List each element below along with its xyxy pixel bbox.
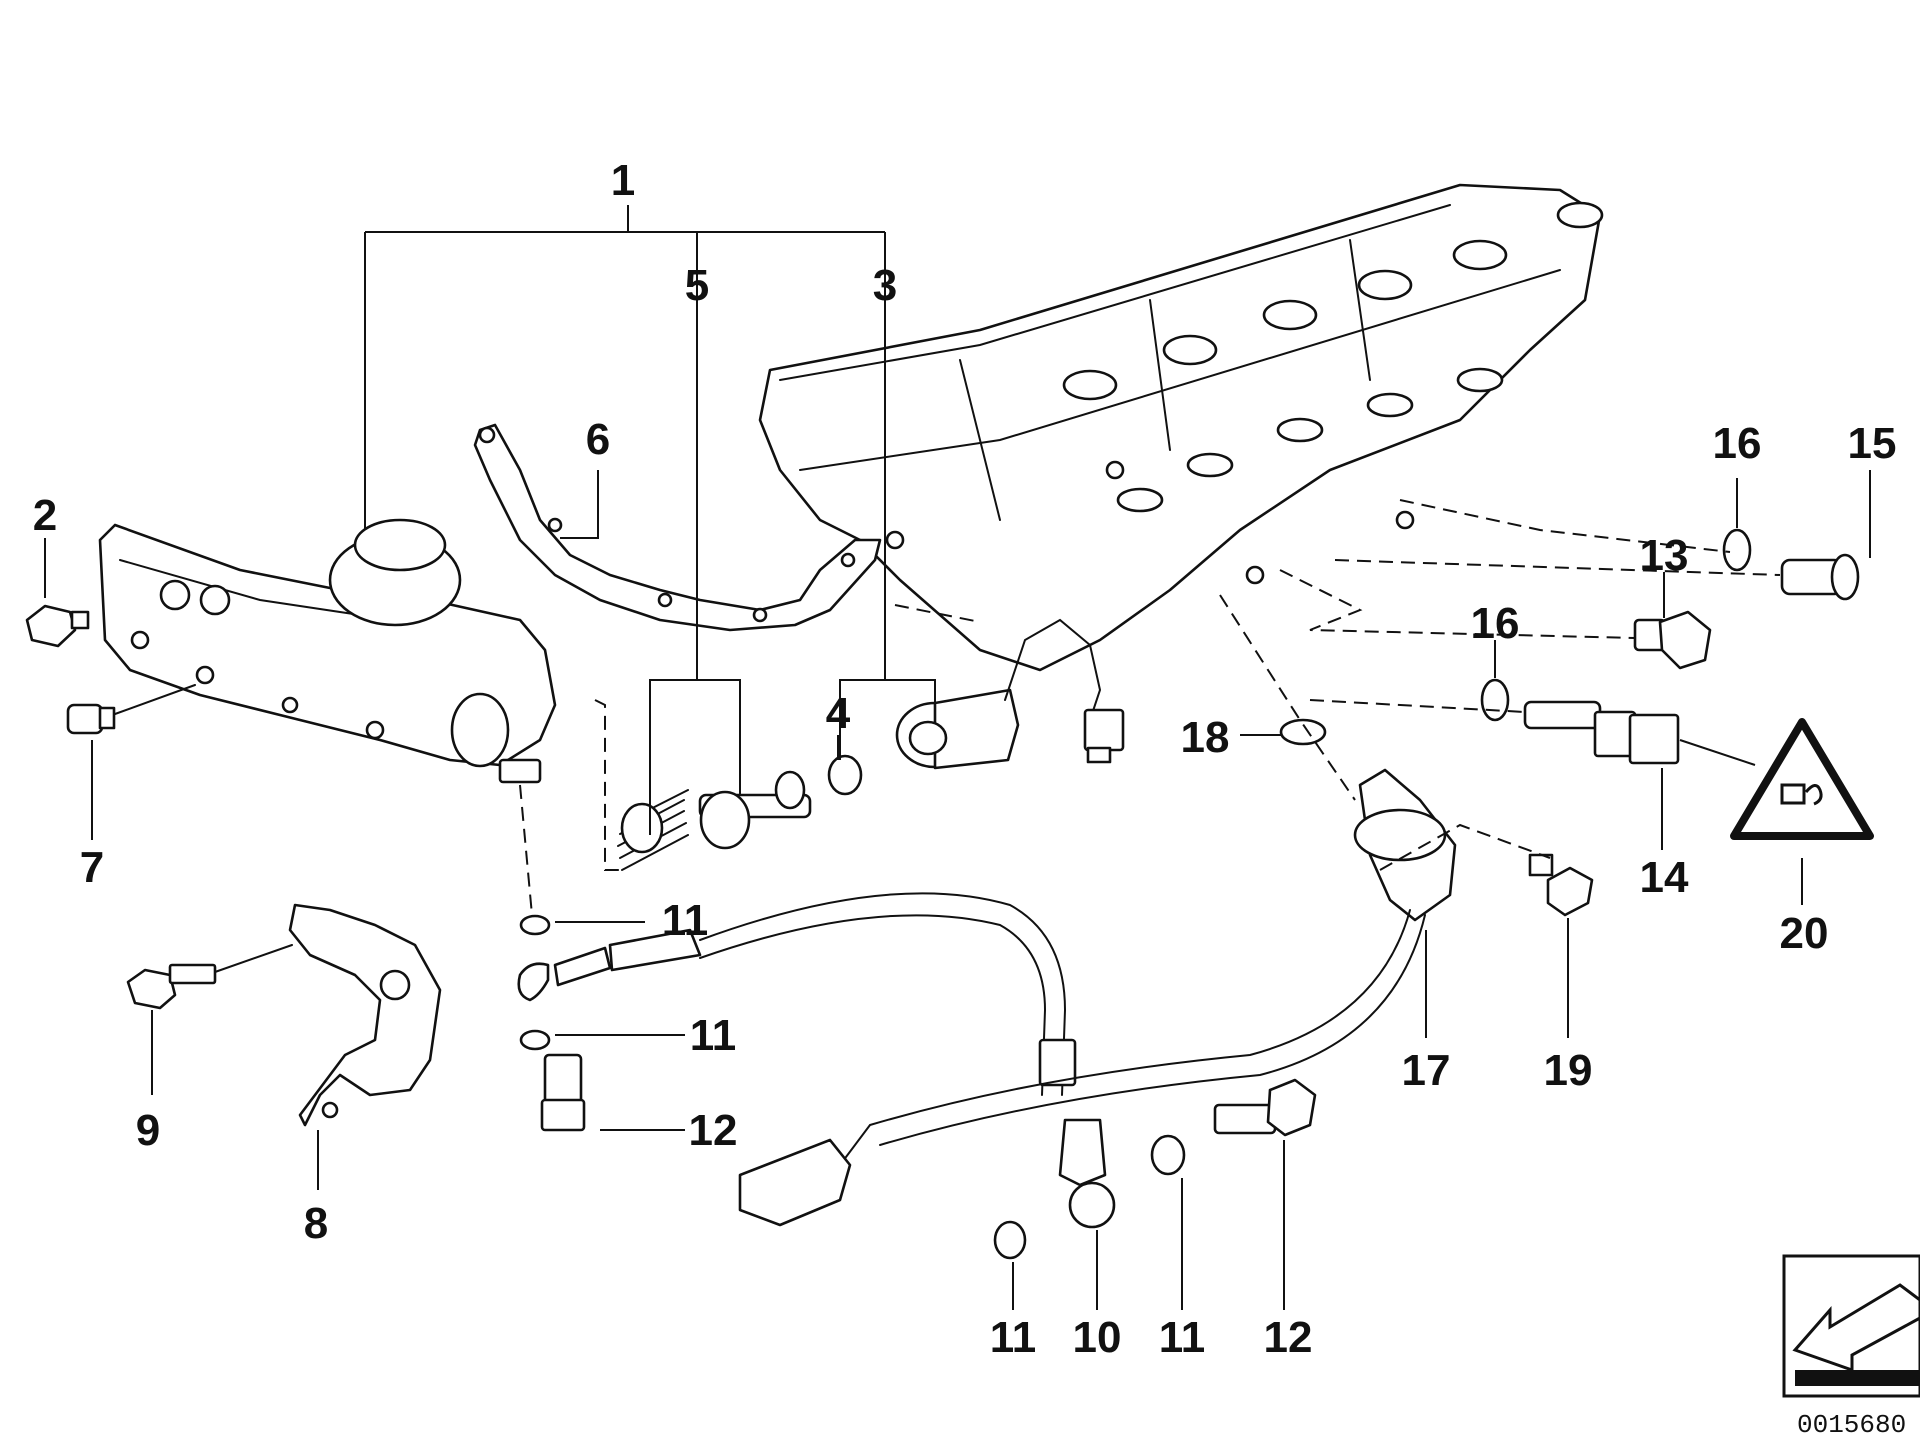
callout-20: 20 [1780, 909, 1829, 958]
assembly-lines [519, 499, 1781, 916]
washer [993, 1220, 1027, 1260]
spring-piston [617, 770, 812, 871]
bolt [1528, 853, 1594, 917]
callout-4: 4 [826, 689, 851, 738]
camshaft-sensor [738, 768, 1457, 1227]
cylinder-head [758, 183, 1604, 672]
screw-plug [1633, 610, 1712, 670]
callout-16-upper: 16 [1713, 419, 1762, 468]
callout-9: 9 [136, 1106, 160, 1155]
callout-3: 3 [873, 261, 897, 310]
screw-plug [25, 604, 90, 648]
vanos-gasket [473, 423, 882, 632]
hollow-bolt [1213, 1078, 1317, 1137]
callout-15: 15 [1848, 419, 1897, 468]
callout-11-upper: 11 [662, 896, 709, 945]
direction-arrow-icon [1782, 1254, 1920, 1398]
callout-lines [44, 205, 1871, 1310]
sealing-ring [827, 754, 863, 796]
washer [519, 914, 551, 936]
sealing-ring [1722, 528, 1752, 572]
plug [66, 703, 116, 735]
solenoid-valve [895, 618, 1125, 770]
callout-6: 6 [586, 415, 610, 464]
hollow-bolt [540, 1053, 586, 1132]
callout-2: 2 [33, 491, 57, 540]
callout-1: 1 [611, 156, 635, 205]
callout-10: 10 [1073, 1313, 1122, 1362]
temperature-sensor [1523, 700, 1680, 765]
callout-17: 17 [1402, 1046, 1451, 1095]
o-ring [1279, 718, 1327, 746]
callout-12-upper: 12 [689, 1106, 738, 1155]
callout-14: 14 [1640, 853, 1689, 902]
callout-5: 5 [685, 261, 709, 310]
callout-11-middle: 11 [690, 1011, 737, 1060]
callout-13: 13 [1640, 531, 1689, 580]
oil-pipe [517, 892, 1116, 1229]
bracket [288, 903, 442, 1127]
callout-16-lower: 16 [1471, 599, 1520, 648]
warning-triangle-icon [1730, 718, 1874, 840]
callout-18: 18 [1181, 713, 1230, 762]
sealing-ring [1480, 678, 1510, 722]
pipe-fitting [1780, 553, 1860, 601]
callout-11-bottom-right: 11 [1159, 1313, 1206, 1362]
vanos-unit [98, 518, 557, 784]
washer [1150, 1134, 1186, 1176]
washer [519, 1029, 551, 1051]
callout-11-bottom-left: 11 [990, 1313, 1037, 1362]
callout-19: 19 [1544, 1046, 1593, 1095]
document-number: 0015680 [1797, 1410, 1906, 1440]
callout-numbers: 1 5 3 6 2 4 7 9 8 11 11 12 11 10 11 12 1… [33, 156, 1906, 1440]
callout-8: 8 [304, 1199, 328, 1248]
callout-12-lower: 12 [1264, 1313, 1313, 1362]
bolt [126, 963, 217, 1010]
callout-7: 7 [80, 843, 104, 892]
